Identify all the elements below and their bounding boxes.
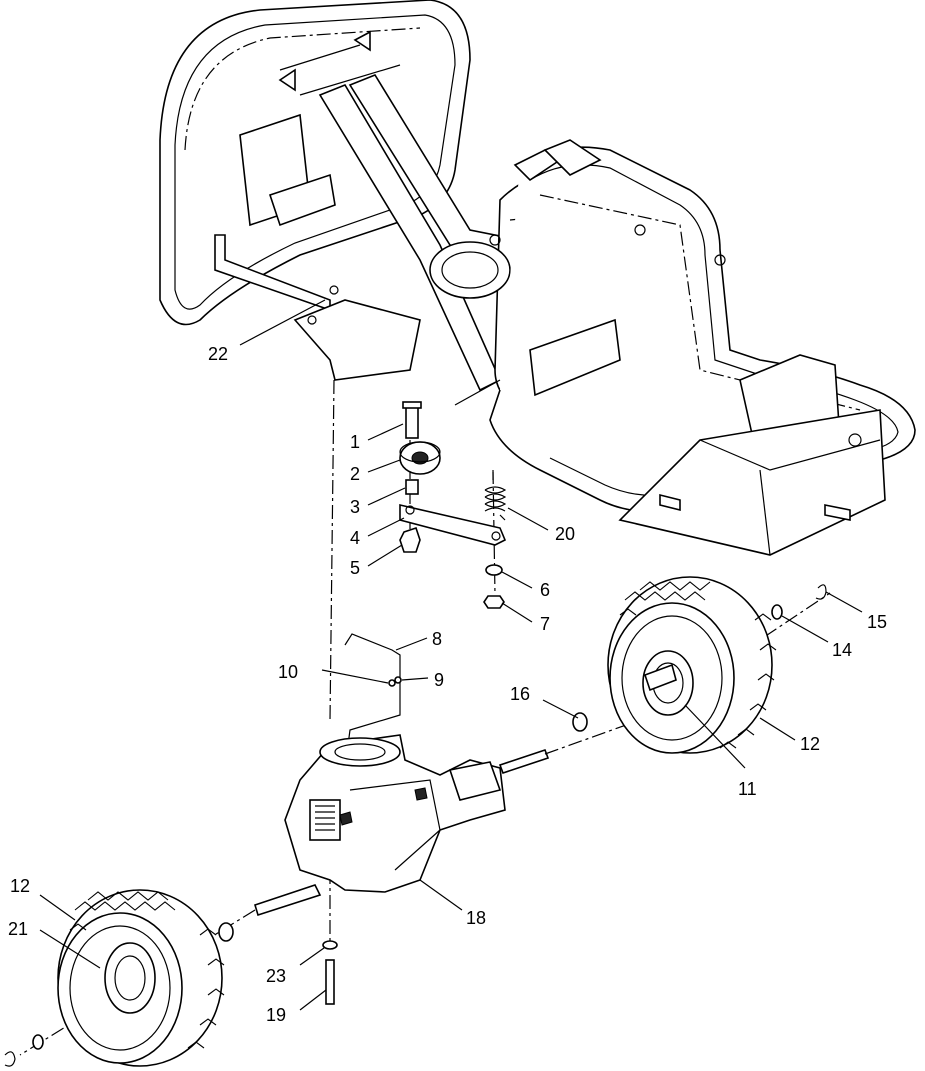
- callout-1: 1: [350, 432, 360, 452]
- callout-leaders: [39, 299, 863, 1011]
- callout-22: 21: [8, 919, 28, 939]
- chassis-frame: [159, 0, 916, 556]
- callout-7: 7: [540, 614, 550, 634]
- callout-4: 4: [350, 528, 360, 548]
- idler-assembly: [399, 401, 507, 609]
- callout-10: 10: [278, 662, 298, 682]
- callout-21: 22: [208, 344, 228, 364]
- callout-12-right: 12: [800, 734, 820, 754]
- alignment-centerline: [329, 379, 335, 721]
- callout-19: 19: [266, 1005, 286, 1025]
- callout-8: 8: [432, 629, 442, 649]
- callout-18: 18: [466, 908, 486, 928]
- rod-assembly: [344, 633, 402, 746]
- callout-3: 3: [350, 497, 360, 517]
- left-wheel: [4, 889, 234, 1067]
- callout-15: 15: [867, 612, 887, 632]
- callout-2: 2: [350, 464, 360, 484]
- callout-20: 20: [555, 524, 575, 544]
- callout-14: 14: [832, 640, 852, 660]
- callout-23: 23: [266, 966, 286, 986]
- callout-12-left: 12: [10, 876, 30, 896]
- callout-6: 6: [540, 580, 550, 600]
- callout-11: 11: [738, 779, 757, 799]
- callout-5: 5: [350, 558, 360, 578]
- callout-9: 9: [434, 670, 444, 690]
- right-wheel: [572, 576, 827, 754]
- transaxle: [19, 592, 831, 1056]
- callout-labels: 22 1 2 3 4 5 20 6 7 8 9 10 16 11 12 14 1…: [8, 344, 887, 1025]
- callout-16: 16: [510, 684, 530, 704]
